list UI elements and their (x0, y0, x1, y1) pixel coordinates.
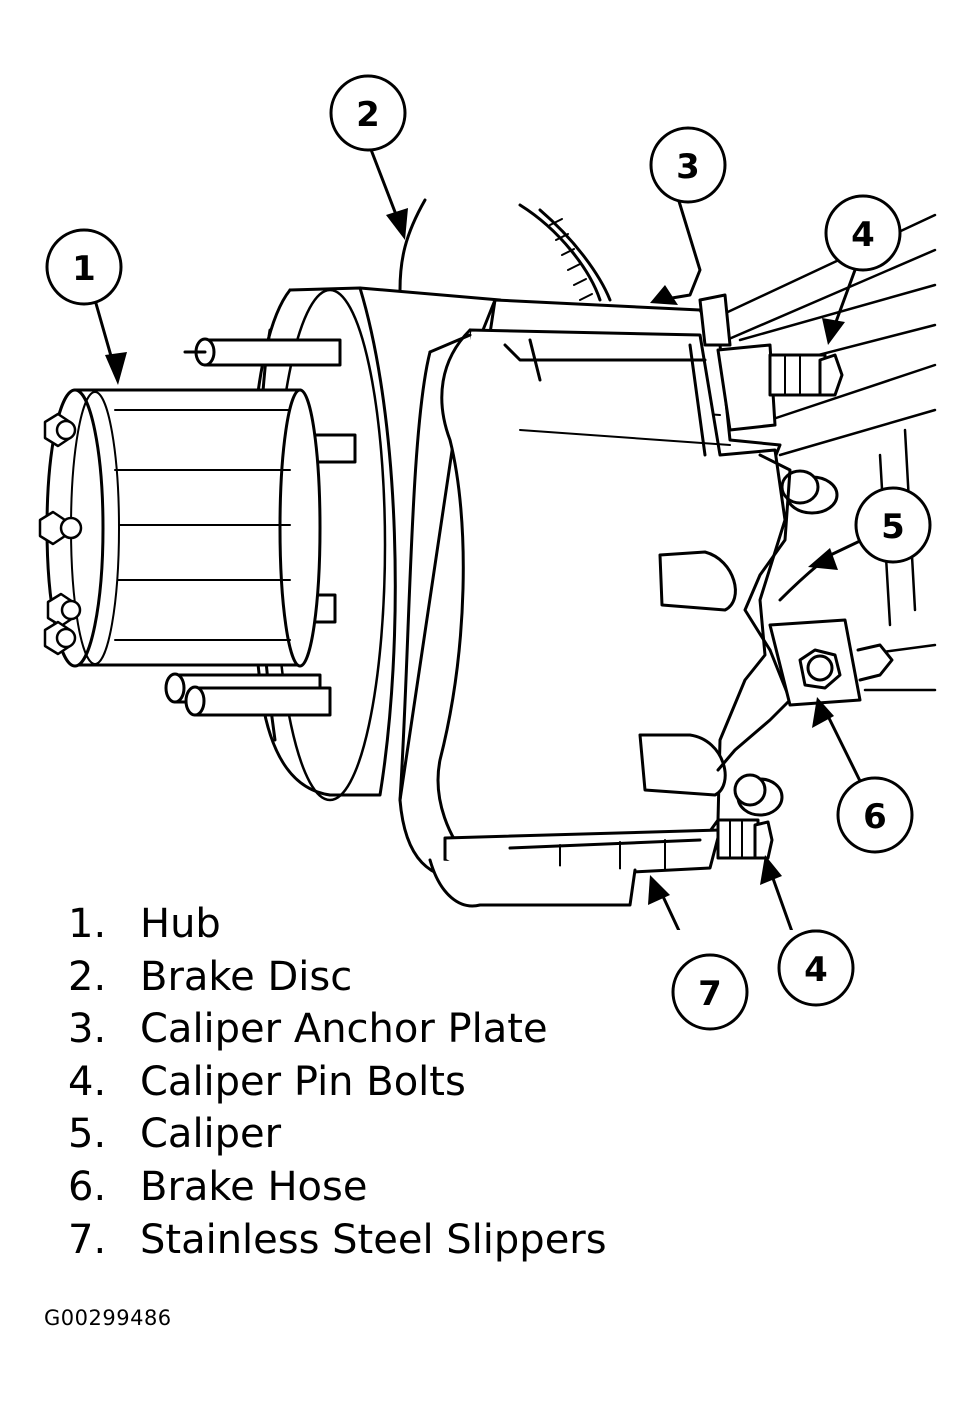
legend-number: 3. (68, 1006, 107, 1053)
callout-6: 6 (836, 776, 914, 854)
callout-7-number: 7 (698, 974, 722, 1014)
legend-number: 2. (68, 953, 107, 1000)
callout-4a: 4 (824, 194, 902, 272)
legend-label: Hub (140, 901, 221, 947)
arrowheads (105, 208, 845, 905)
hub-bolts (38, 412, 83, 656)
callout-3: 3 (649, 126, 727, 204)
callout-4b-circle: 4 (777, 929, 855, 1007)
callout-5: 5 (854, 486, 932, 564)
callout-6-number: 6 (863, 797, 887, 837)
legend-number: 5. (68, 1111, 107, 1158)
brake-assembly-diagram: 1 2 3 4 5 6 (38, 74, 937, 930)
legend-label: Brake Hose (140, 1163, 368, 1210)
legend-label: Stainless Steel Slippers (140, 1216, 607, 1263)
callout-4a-number: 4 (851, 215, 875, 255)
legend-label: Brake Disc (140, 953, 353, 1000)
upper-pin-bolt (716, 343, 844, 432)
callout-3-number: 3 (676, 147, 700, 187)
legend-label: Caliper Pin Bolts (140, 1058, 466, 1105)
figure-id: G00299486 (44, 1306, 172, 1330)
legend-label: Caliper Anchor Plate (140, 1006, 548, 1053)
callout-7-circle: 7 (671, 953, 749, 1031)
legend-number: 1. (68, 901, 107, 947)
callout-1: 1 (45, 228, 123, 306)
legend-number: 6. (68, 1163, 107, 1210)
callout-5-number: 5 (881, 507, 905, 547)
hub-flange (273, 286, 502, 802)
callout-4b-number: 4 (804, 950, 828, 990)
lower-pin-bolt (716, 818, 774, 860)
callout-1-number: 1 (72, 249, 96, 289)
callout-2: 2 (329, 74, 407, 152)
hub-body (45, 388, 322, 668)
callout-2-number: 2 (356, 95, 380, 135)
legend-label: Caliper (140, 1111, 282, 1158)
legend-number: 4. (68, 1058, 107, 1105)
stainless-steel-slippers (428, 828, 722, 908)
brake-hose-fitting (768, 618, 894, 707)
legend-number: 7. (68, 1216, 107, 1263)
caliper-bumps (638, 550, 737, 797)
